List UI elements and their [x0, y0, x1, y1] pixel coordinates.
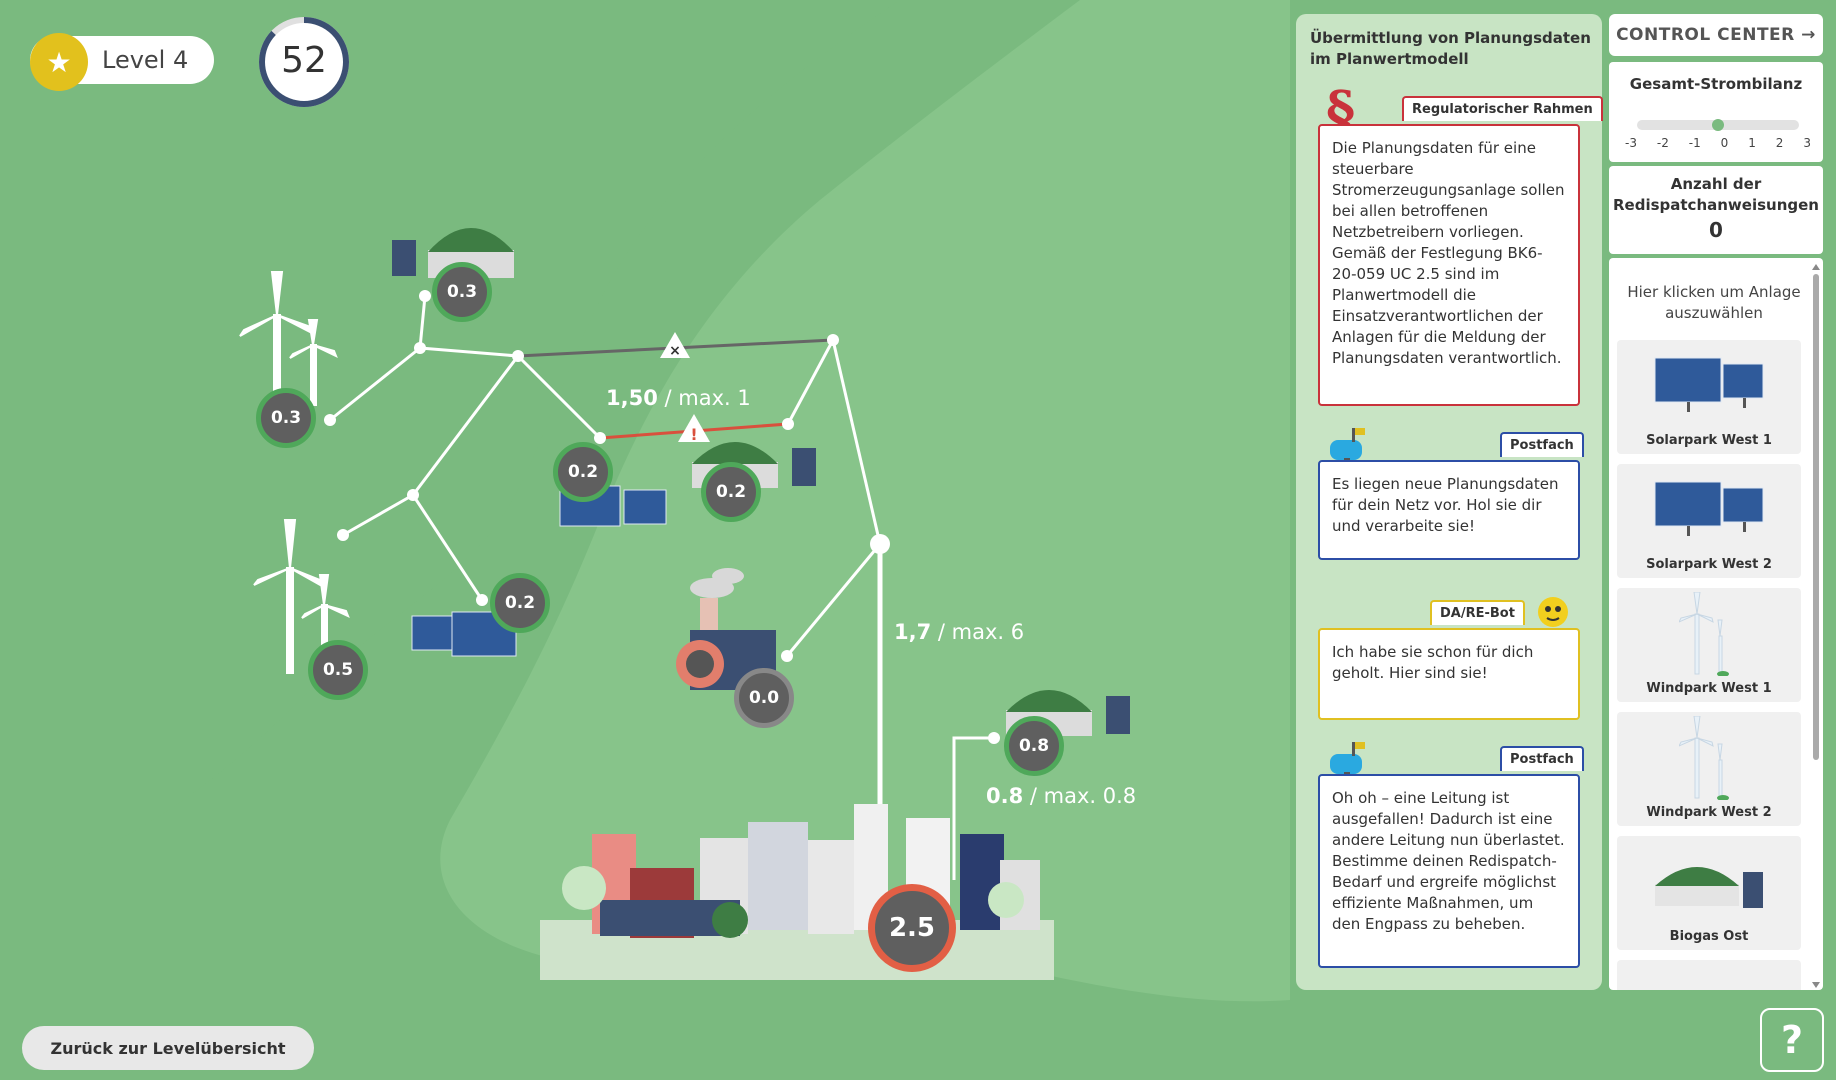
- balance-indicator: [1712, 119, 1724, 131]
- overload-warning-icon: !: [678, 414, 710, 444]
- card-tab-mailbox: Postfach: [1500, 746, 1584, 771]
- node-badge-solar-1[interactable]: 0.2: [553, 442, 613, 502]
- line-load-value: 1,50: [606, 386, 658, 410]
- city-load-badge[interactable]: 2.5: [868, 884, 956, 972]
- plant-name: Biogas Ost: [1669, 929, 1749, 944]
- plant-card-windpark-west-2[interactable]: Windpark West 2: [1617, 712, 1801, 826]
- map-background: [0, 0, 1290, 1002]
- message-panel-title: Übermittlung von Planungsdaten im Planwe…: [1310, 29, 1591, 68]
- light-land-area: [440, 0, 1290, 1002]
- balance-ticks: -3 -2 -1 0 1 2 3: [1625, 136, 1811, 150]
- line-load-value: 1,7: [894, 620, 932, 644]
- star-icon: ★: [30, 33, 88, 91]
- redispatch-panel: Anzahl der Redispatchanweisungen 0: [1609, 166, 1823, 254]
- level-indicator: ★ Level 4: [30, 33, 214, 91]
- city-icon: [540, 804, 1054, 980]
- message-card-mailbox-2: Oh oh – eine Leitung ist ausgefallen! Da…: [1318, 774, 1580, 968]
- plant-name: Windpark West 1: [1646, 681, 1772, 696]
- tick-label: 2: [1775, 136, 1784, 150]
- card-tab-regulatory: Regulatorischer Rahmen: [1402, 96, 1603, 121]
- svg-text:!: !: [690, 425, 697, 444]
- factory-icon: [676, 568, 776, 690]
- plant-name: Solarpark West 2: [1646, 557, 1772, 572]
- line-load-value: 0.8: [986, 784, 1024, 808]
- plant-name: Solarpark West 1: [1646, 433, 1772, 448]
- node-badge-wind-2[interactable]: 0.5: [308, 640, 368, 700]
- line-max-value: / max. 0.8: [1029, 784, 1137, 808]
- power-grid: × !: [239, 228, 1130, 980]
- svg-text:×: ×: [669, 343, 681, 359]
- message-panel: Übermittlung von Planungsdaten im Planwe…: [1296, 14, 1603, 990]
- help-button[interactable]: ?: [1760, 1008, 1824, 1072]
- back-to-levels-button[interactable]: Zurück zur Levelübersicht: [22, 1026, 314, 1070]
- line-label-main: 1,7 / max. 6: [894, 620, 1024, 644]
- plant-card-solarpark-west-2[interactable]: Solarpark West 2: [1617, 464, 1801, 578]
- biogas-dome-icon: [1655, 867, 1763, 908]
- plant-name: Windpark West 2: [1646, 805, 1772, 820]
- solar-panel-icon: [1654, 357, 1764, 412]
- card-tab-bot: DA/RE-Bot: [1430, 600, 1525, 625]
- tick-label: 1: [1748, 136, 1756, 150]
- level-label: Level 4: [102, 46, 189, 74]
- tick-label: -3: [1625, 136, 1637, 150]
- node-badge-biogas-low[interactable]: 0.8: [1004, 716, 1064, 776]
- wind-turbine-icon: [253, 519, 350, 674]
- line-max-value: / max. 6: [937, 620, 1025, 644]
- tick-label: -1: [1688, 136, 1701, 150]
- card-tab-mailbox: Postfach: [1500, 432, 1584, 457]
- plant-card-biogas-ost[interactable]: Biogas Ost: [1617, 836, 1801, 950]
- control-center-button[interactable]: CONTROL CENTER →: [1609, 14, 1823, 56]
- redispatch-label: Anzahl der Redispatchanweisungen: [1613, 175, 1819, 214]
- tick-label: 0: [1720, 136, 1729, 150]
- solar-panel-icon: [1654, 481, 1764, 536]
- node-badge-factory[interactable]: 0.0: [734, 668, 794, 728]
- plant-list-hint: Hier klicken um Anlage auszuwählen: [1627, 283, 1801, 322]
- message-card-regulatory: Die Planungsdaten für eine steuerbare St…: [1318, 124, 1580, 406]
- plant-list: Hier klicken um Anlage auszuwählen Solar…: [1609, 258, 1823, 990]
- redispatch-count: 0: [1709, 218, 1723, 242]
- balance-label: Gesamt-Strombilanz: [1629, 75, 1803, 93]
- wind-turbine-icon: [1679, 592, 1729, 676]
- timer-ring: [259, 17, 349, 107]
- failure-x-icon: ×: [660, 332, 690, 359]
- node-badge-biogas-mid[interactable]: 0.2: [701, 462, 761, 522]
- message-card-bot: Ich habe sie schon für dich geholt. Hier…: [1318, 628, 1580, 720]
- line-max-value: / max. 1: [664, 386, 751, 410]
- message-card-mailbox-1: Es liegen neue Planungsdaten für dein Ne…: [1318, 460, 1580, 560]
- node-badge-solar-2[interactable]: 0.2: [490, 573, 550, 633]
- node-badge-biogas-top[interactable]: 0.3: [432, 262, 492, 322]
- solar-panel-icon: [559, 485, 667, 527]
- wind-turbine-icon: [239, 271, 338, 406]
- plant-list-scrollbar[interactable]: [1811, 262, 1821, 990]
- line-label-biogas-feed: 0.8 / max. 0.8: [986, 784, 1136, 808]
- wind-turbine-icon: [1679, 716, 1729, 800]
- timer-value: 52: [281, 40, 327, 81]
- tick-label: 3: [1803, 136, 1811, 150]
- balance-panel: Gesamt-Strombilanz -3 -2 -1 0 1 2 3: [1609, 62, 1823, 162]
- plant-card-windpark-west-1[interactable]: Windpark West 1: [1617, 588, 1801, 702]
- tick-label: -2: [1656, 136, 1669, 150]
- dark-land-area: [0, 0, 900, 880]
- line-label-overloaded: 1,50 / max. 1: [606, 386, 751, 410]
- plant-card-solarpark-west-1[interactable]: Solarpark West 1: [1617, 340, 1801, 454]
- plant-card-partial[interactable]: [1617, 960, 1801, 990]
- node-badge-wind-1[interactable]: 0.3: [256, 388, 316, 448]
- biogas-dome-icon: [1653, 978, 1765, 990]
